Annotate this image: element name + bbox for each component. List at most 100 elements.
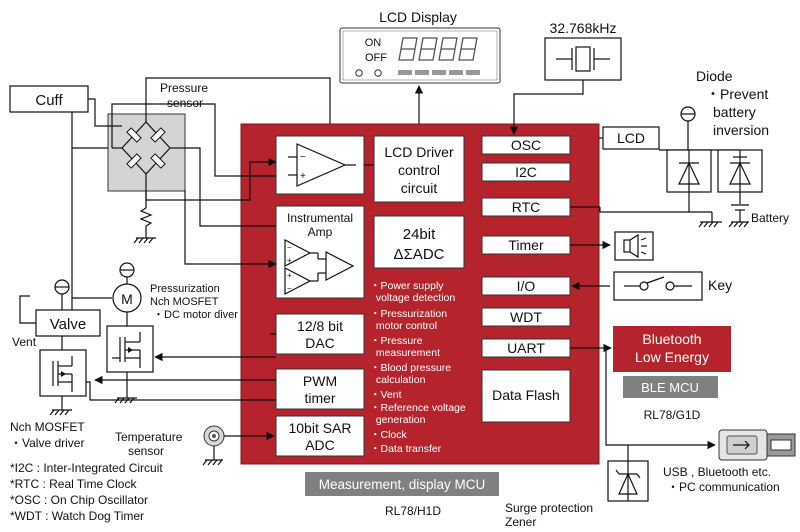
temp-sensor-label-2: sensor [128, 444, 164, 458]
function-item: ・Pressure [370, 335, 423, 347]
pressure-sensor-label-1: Pressure [160, 81, 208, 95]
svg-text:−: − [287, 243, 292, 252]
nch-mosfet-label: Nch MOSFET [10, 420, 85, 434]
function-item: calculation [370, 374, 426, 386]
pressurization-label-3: ・DC motor diver [153, 309, 238, 321]
mcu-caption: Measurement, display MCU [319, 477, 486, 492]
adc24-label-1: 24bit [403, 226, 436, 243]
pwm-label-1: PWM [303, 373, 337, 389]
diode-desc-3: inversion [713, 122, 769, 138]
mcu-caption-bar [305, 472, 499, 496]
pressure-sensor-label-2: sensor [167, 96, 203, 110]
instr-amp-label-2: Amp [308, 225, 333, 239]
diode-desc-2: battery [713, 104, 756, 120]
adc24-box [373, 215, 465, 269]
usb-label-2: ・PC communication [667, 480, 780, 494]
diode-desc-1: ・Prevent [706, 86, 768, 102]
data-flash-label: Data Flash [492, 387, 560, 403]
function-list: ・Power supply voltage detection ・Pressur… [370, 280, 466, 455]
usb-label-1: USB , Bluetooth etc. [663, 465, 771, 479]
motor-circuit [106, 262, 154, 404]
function-item: ・Clock [370, 429, 408, 441]
key-switch-icon [613, 271, 703, 301]
lcd-on-label: ON [365, 37, 382, 49]
motor-label: M [121, 291, 133, 307]
i2c-label: I2C [515, 164, 537, 180]
pressurization-label-2: Nch MOSFET [150, 296, 219, 308]
dac-box [275, 313, 365, 355]
svg-text:−: − [300, 152, 306, 163]
seven-segment-digits [398, 37, 478, 61]
function-item: ・Reference voltage [370, 402, 466, 414]
legend-item: *OSC : On Chip Oscillator [10, 493, 148, 507]
lcd-driver-label-1: LCD Driver [384, 144, 454, 160]
ble-box [613, 326, 731, 372]
svg-text:+: + [300, 171, 306, 182]
ble-caption: BLE MCU [641, 380, 699, 395]
battery-label: Battery [751, 211, 789, 225]
function-item: ・Power supply [370, 280, 444, 292]
vent-label: Vent [12, 335, 37, 349]
function-item: measurement [370, 347, 440, 359]
speaker-icon [614, 231, 654, 261]
instrumental-amp: Instrumental Amp − + + − [275, 205, 365, 299]
usb-connector-icon [718, 429, 796, 461]
ble-label-1: Bluetooth [642, 331, 701, 347]
dac-label-1: 12/8 bit [297, 318, 343, 334]
lcd-bar-segments [398, 70, 480, 75]
abbreviation-legend: *I2C : Inter-Integrated Circuit *RTC : R… [10, 461, 163, 523]
ble-part: RL78/G1D [644, 408, 701, 422]
lcd-driver-label-2: control [398, 162, 440, 178]
mcu-part: RL78/H1D [385, 504, 441, 518]
sar-adc-label-1: 10bit SAR [288, 420, 351, 436]
ground-resistor [133, 191, 156, 244]
uart-label: UART [507, 340, 545, 356]
dac-label-2: DAC [305, 335, 335, 351]
legend-item: *RTC : Real Time Clock [10, 477, 137, 491]
function-item: voltage detection [370, 292, 455, 304]
sar-adc-box [275, 415, 365, 457]
svg-text:−: − [287, 284, 292, 293]
pwm-box [275, 368, 365, 410]
temp-sensor-label-1: Temperature [115, 430, 183, 444]
pressurization-label-1: Pressurization [150, 283, 220, 295]
data-flash-box [481, 369, 571, 423]
crystal-freq: 32.768kHz [550, 20, 617, 36]
svg-text:+: + [287, 256, 292, 265]
lcd-driver-box [373, 135, 465, 203]
wdt-box [481, 307, 571, 327]
key-label: Key [708, 277, 732, 293]
valve-circuit [54, 148, 73, 310]
valve-driver-label: ・Valve driver [10, 436, 84, 450]
surge-label-1: Surge protection [505, 501, 593, 515]
i2c-box [481, 162, 571, 182]
legend-item: *WDT : Watch Dog Timer [10, 509, 144, 523]
crystal-oscillator [544, 37, 622, 81]
io-box [481, 276, 571, 296]
lcd-driver-label-3: circuit [401, 180, 438, 196]
rtc-label: RTC [512, 199, 541, 215]
valve-label: Valve [50, 316, 86, 333]
instr-amp-label-1: Instrumental [287, 211, 353, 225]
function-item: ・Pressurization [370, 308, 447, 320]
osc-label: OSC [511, 137, 541, 153]
lcd-off-label: OFF [365, 52, 387, 64]
function-item: generation [370, 414, 426, 426]
zener-diode [607, 445, 649, 502]
wdt-label: WDT [510, 309, 542, 325]
diode-title: Diode [696, 68, 733, 84]
function-item: ・Data transfer [370, 443, 442, 455]
valve-box [35, 309, 101, 337]
opamp-block: − + [275, 135, 365, 195]
legend-item: *I2C : Inter-Integrated Circuit [10, 461, 163, 475]
ble-label-2: Low Energy [635, 349, 709, 365]
osc-box [481, 135, 571, 155]
pwm-label-2: timer [304, 390, 335, 406]
function-item: ・Vent [370, 389, 402, 401]
ble-caption-bar [623, 376, 718, 398]
function-item: motor control [370, 320, 437, 332]
cuff-label: Cuff [35, 92, 63, 109]
valve-mosfet [39, 336, 87, 416]
sar-adc-label-2: ADC [305, 437, 335, 453]
